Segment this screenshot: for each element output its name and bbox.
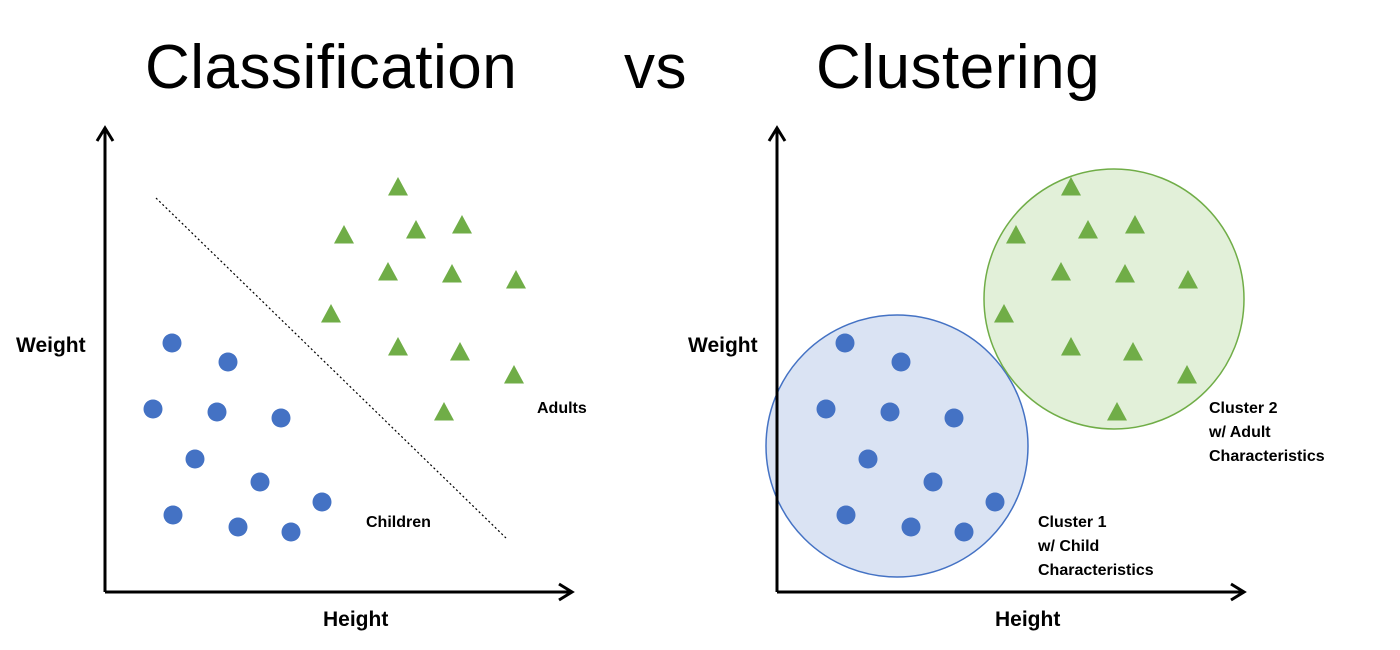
cluster-2-data-point [1006,225,1026,244]
clustering-x-arrowhead [1230,582,1247,602]
cluster-1-circle [765,314,1029,578]
child-data-point [207,402,227,422]
classification-x-arrowhead [558,582,575,602]
adult-data-point [450,342,470,361]
cluster-2-data-point [994,304,1014,323]
cluster-1-label-line-2: w/ Child [1037,538,1099,555]
cluster-2-data-point [1178,270,1198,289]
adult-data-point [434,402,454,421]
cluster-1-data-point [880,402,900,422]
adults-label: Adults [537,400,587,417]
classification-adults-points [321,177,526,421]
child-data-point [163,505,183,525]
cluster-2-label-line-1: Cluster 2 [1209,400,1278,417]
cluster-2-data-point [1125,215,1145,234]
cluster-2-label-line-2: w/ Adult [1208,424,1271,441]
adult-data-point [452,215,472,234]
cluster-1-data-point [923,472,943,492]
clustering-title: Clustering [816,33,1101,102]
child-data-point [250,472,270,492]
cluster-1-data-point [891,352,911,372]
clustering-axes [767,125,1247,602]
cluster-1-data-point [954,522,974,542]
cluster-1-label-line-1: Cluster 1 [1038,514,1107,531]
cluster-2-data-point [1177,365,1197,384]
cluster-2-circle [983,168,1245,430]
cluster-2-data-point [1107,402,1127,421]
cluster-1-data-point [901,517,921,537]
classification-y-arrowhead [95,125,115,142]
cluster-2-data-point [1061,337,1081,356]
adult-data-point [378,262,398,281]
clustering-y-axis-label: Weight [688,334,758,357]
cluster-1-data-point [985,492,1005,512]
child-data-point [271,408,291,428]
child-data-point [162,333,182,353]
cluster-1-data-point [835,333,855,353]
cluster-2-data-point [1115,264,1135,283]
cluster-1-data-point [816,399,836,419]
adult-data-point [504,365,524,384]
child-data-point [281,522,301,542]
child-data-point [228,517,248,537]
cluster-1-data-point [858,449,878,469]
clustering-y-arrowhead [767,125,787,142]
adult-data-point [506,270,526,289]
cluster-2-data-point [1051,262,1071,281]
adult-data-point [442,264,462,283]
cluster-2-data-point [1078,220,1098,239]
children-label: Children [366,514,431,531]
cluster-1-data-point [836,505,856,525]
cluster-1-label-line-3: Characteristics [1038,562,1154,579]
child-data-point [218,352,238,372]
cluster-2-label: Cluster 2 w/ Adult Characteristics [1208,400,1325,465]
adult-data-point [388,337,408,356]
adult-data-point [406,220,426,239]
classification-x-axis-label: Height [323,608,388,631]
classification-y-axis-label: Weight [16,334,86,357]
classification-axes [95,125,575,602]
decision-boundary-line [155,197,507,539]
vs-label: vs [624,33,687,102]
clustering-x-axis-label: Height [995,608,1060,631]
classification-title: Classification [145,33,518,102]
cluster-2-label-line-3: Characteristics [1209,448,1325,465]
child-data-point [312,492,332,512]
adult-data-point [388,177,408,196]
adult-data-point [334,225,354,244]
cluster-2-data-point [1123,342,1143,361]
cluster-1-points [816,333,1005,542]
child-data-point [185,449,205,469]
adult-data-point [321,304,341,323]
child-data-point [143,399,163,419]
classification-children-points [143,333,332,542]
cluster-2-data-point [1061,177,1081,196]
cluster-2-points [994,177,1198,421]
cluster-1-label: Cluster 1 w/ Child Characteristics [1037,514,1154,579]
cluster-1-data-point [944,408,964,428]
